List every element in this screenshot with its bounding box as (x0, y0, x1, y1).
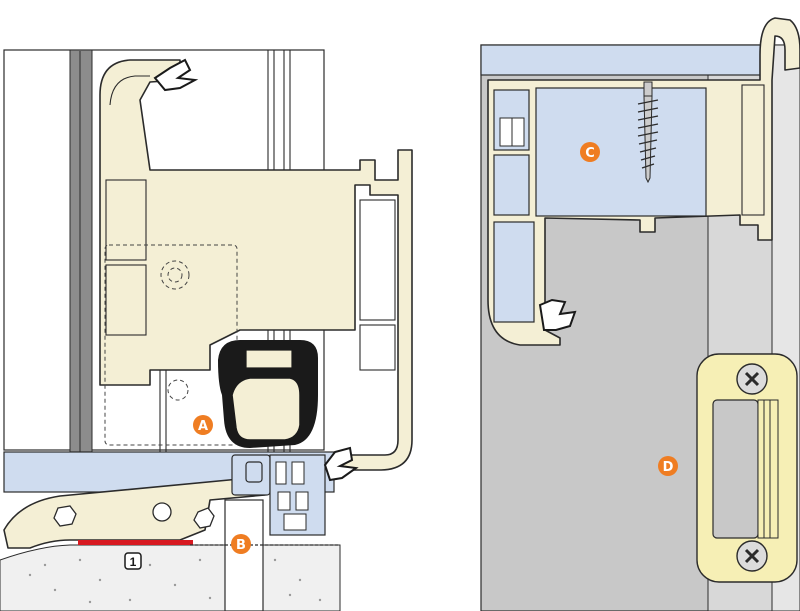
left-profile-chambers (105, 75, 396, 371)
marker-1-label: 1 (130, 555, 137, 569)
threshold-profile (3, 477, 266, 549)
callout-d: D (658, 456, 678, 476)
callout-c: C (580, 142, 600, 162)
right-top-glass (480, 44, 762, 76)
marker-1-box (124, 552, 142, 570)
callout-b: B (231, 534, 251, 554)
right-profile-chambers (493, 84, 765, 323)
callout-a-badge (193, 415, 213, 435)
floor-concrete (0, 544, 341, 611)
marker-1: 1 (124, 552, 142, 570)
right-glass-chamber-c (535, 87, 707, 217)
bottom-drain-profile (231, 454, 326, 536)
left-section-view (0, 49, 413, 611)
callout-c-badge (580, 142, 600, 162)
keeper-screw-top-icon (736, 363, 768, 395)
right-section-view (480, 17, 800, 611)
left-top-gasket (153, 58, 199, 92)
left-sash-profile (99, 59, 413, 471)
support-block (224, 499, 264, 611)
callout-a: A (193, 415, 213, 435)
left-frame-gasket (323, 446, 359, 482)
callout-d-label: D (663, 460, 674, 475)
callout-b-label: B (236, 538, 246, 553)
keeper-plate (696, 353, 798, 583)
left-dashed-screw (160, 260, 190, 290)
threshold-holes (53, 502, 215, 529)
keeper-screw-bottom-icon (736, 540, 768, 572)
concrete-speckle (28, 558, 322, 604)
callout-a-label: A (198, 419, 208, 434)
callout-d-badge (658, 456, 678, 476)
red-seal-strip (78, 540, 193, 545)
callout-b-badge (231, 534, 251, 554)
screw-icon (637, 81, 659, 184)
right-frame-gasket (538, 298, 577, 331)
callout-c-label: C (585, 146, 595, 161)
